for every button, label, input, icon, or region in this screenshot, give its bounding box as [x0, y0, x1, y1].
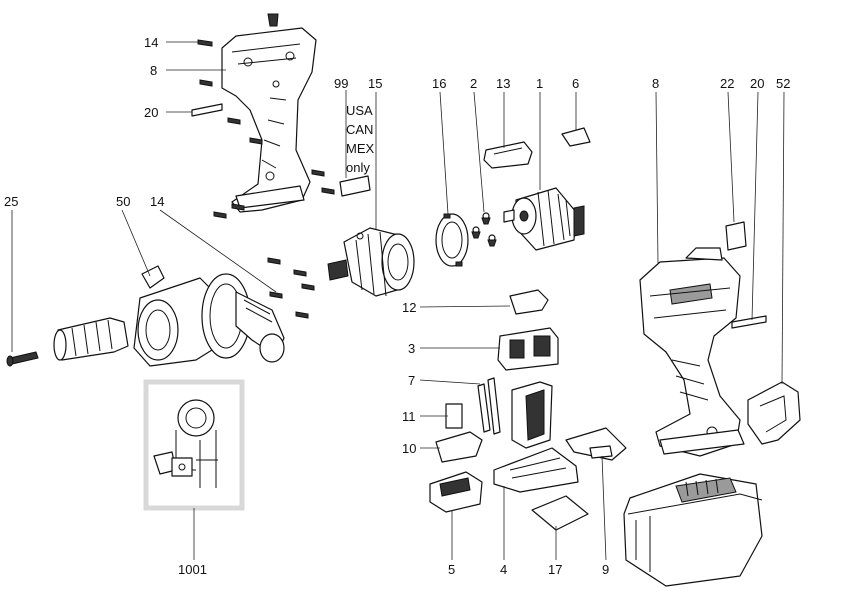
gearbox-case [133, 265, 285, 367]
svg-text:CAN: CAN [346, 122, 373, 137]
callout-16: 16 [432, 76, 446, 91]
callout-99: 99 [334, 76, 348, 91]
ring-16 [435, 213, 469, 267]
label-22 [725, 221, 747, 251]
callout-17: 17 [548, 562, 562, 577]
svg-text:USA: USA [346, 103, 373, 118]
callout-20-right: 20 [750, 76, 764, 91]
belt-clip-52 [747, 381, 801, 445]
slider-12 [509, 289, 549, 315]
housing-half-right [639, 247, 745, 457]
market-note: USA CAN MEX only [346, 103, 375, 175]
switch-3 [497, 327, 559, 371]
spring-11 [445, 403, 463, 429]
leader-lines [11, 41, 785, 561]
battery-pack [623, 473, 763, 587]
callout-50: 50 [116, 194, 130, 209]
label-17 [531, 495, 589, 531]
callout-1: 1 [536, 76, 543, 91]
callout-1001: 1001 [178, 562, 207, 577]
svg-text:MEX: MEX [346, 141, 375, 156]
housing-half-left [221, 27, 317, 213]
screw-group-housing [197, 13, 335, 219]
screw-group-gearbox [267, 257, 315, 319]
callout-22: 22 [720, 76, 734, 91]
callout-8: 8 [150, 63, 157, 78]
callout-15: 15 [368, 76, 382, 91]
sticker-99 [339, 175, 371, 197]
callout-25: 25 [4, 194, 18, 209]
callout-10: 10 [402, 441, 416, 456]
wiring-detail-1001 [143, 379, 245, 511]
module-5 [429, 471, 483, 513]
screws-2 [471, 212, 497, 247]
callout-8-right: 8 [652, 76, 659, 91]
callout-52: 52 [776, 76, 790, 91]
chuck-assembly [6, 317, 129, 367]
rods-7 [477, 377, 501, 435]
button-6 [561, 127, 591, 147]
callout-labels: 14 8 20 99 15 16 2 13 1 6 8 22 20 52 25 … [4, 35, 790, 577]
clip-9 [565, 427, 627, 461]
electronics-base-4 [493, 381, 579, 493]
svg-text:only: only [346, 160, 370, 175]
contact-10 [435, 431, 483, 463]
callout-3: 3 [408, 341, 415, 356]
callout-7: 7 [408, 373, 415, 388]
callout-6: 6 [572, 76, 579, 91]
label-strip-20 [191, 103, 223, 117]
switch-carrier-13 [483, 141, 533, 169]
callout-9: 9 [602, 562, 609, 577]
motor-1 [503, 187, 585, 251]
callout-14: 14 [144, 35, 158, 50]
callout-20: 20 [144, 105, 158, 120]
callout-14-mid: 14 [150, 194, 164, 209]
callout-13: 13 [496, 76, 510, 91]
callout-2: 2 [470, 76, 477, 91]
callout-11: 11 [402, 409, 416, 424]
callout-4: 4 [500, 562, 507, 577]
planetary-gearbox [327, 227, 415, 297]
label-strip-20-right [731, 315, 767, 329]
callout-5: 5 [448, 562, 455, 577]
callout-12: 12 [402, 300, 416, 315]
